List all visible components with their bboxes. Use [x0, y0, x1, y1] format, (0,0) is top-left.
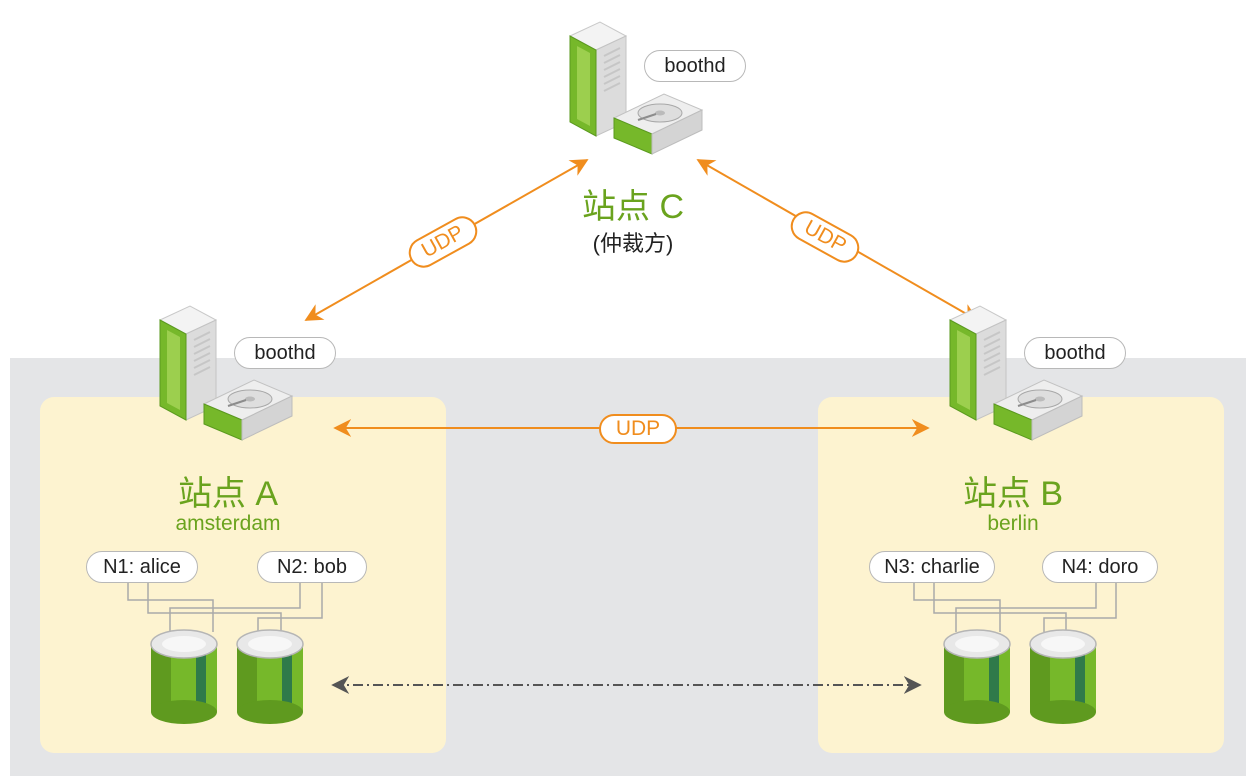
site-a-node-2: N2: bob	[257, 551, 367, 583]
site-a-node-1: N1: alice	[86, 551, 198, 583]
site-b-node-4: N4: doro	[1042, 551, 1158, 583]
site-b-title: 站点 B	[962, 475, 1064, 513]
site-b-node-3: N3: charlie	[869, 551, 995, 583]
server-icon	[948, 305, 1008, 421]
site-c-title: 站点 C	[582, 188, 684, 226]
site-c-subtitle: (仲裁方)	[592, 231, 674, 256]
storage-cylinder-icon	[236, 629, 304, 724]
hard-disk-icon	[992, 379, 1084, 441]
site-a-daemon-label: boothd	[234, 337, 336, 369]
site-a-subtitle: amsterdam	[175, 512, 281, 535]
site-b-wiring	[913, 582, 1117, 632]
storage-cylinder-icon	[150, 629, 218, 724]
site-a-wiring	[127, 582, 323, 632]
site-c-daemon-label: boothd	[644, 50, 746, 82]
hard-disk-icon	[612, 93, 704, 155]
storage-cylinder-icon	[943, 629, 1011, 724]
udp-label-a-b: UDP	[599, 414, 677, 444]
server-icon	[158, 305, 218, 421]
hard-disk-icon	[202, 379, 294, 441]
site-b-subtitle: berlin	[987, 512, 1039, 535]
site-a-title: 站点 A	[177, 475, 279, 513]
site-b-daemon-label: boothd	[1024, 337, 1126, 369]
storage-cylinder-icon	[1029, 629, 1097, 724]
